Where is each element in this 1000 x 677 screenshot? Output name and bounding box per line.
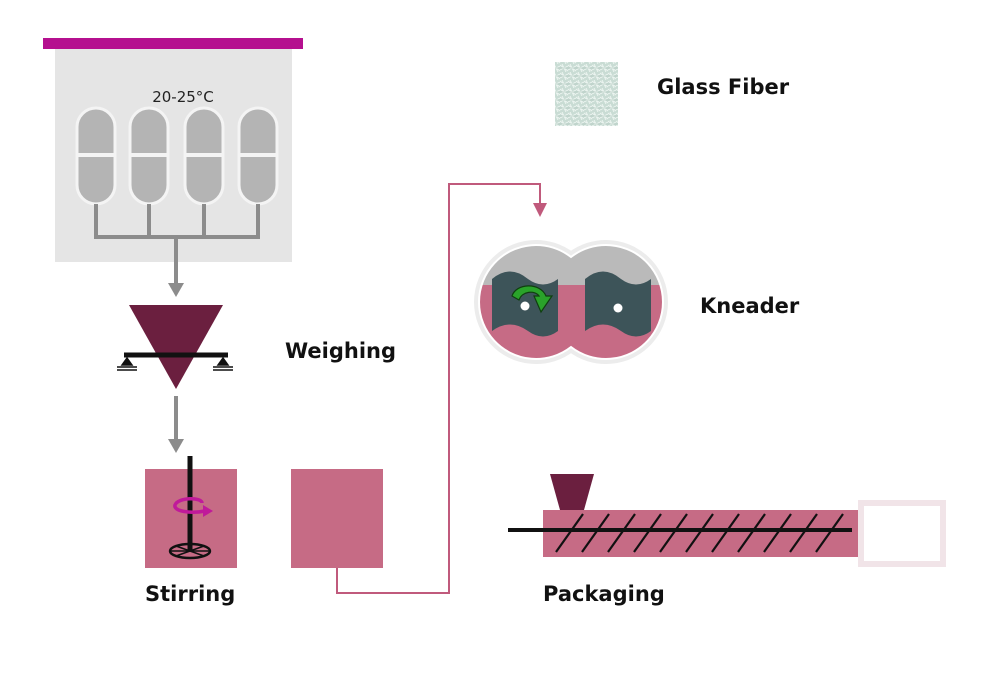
glass-fiber-label: Glass Fiber xyxy=(657,75,790,99)
weighing-label: Weighing xyxy=(285,339,396,363)
kneader-rotation-arrow-icon xyxy=(511,285,554,314)
kneader-outline-inner xyxy=(478,244,664,360)
arrow-to-stirring xyxy=(168,396,184,453)
extruder-icon: Packaging xyxy=(508,474,946,606)
stirring-tank: Stirring xyxy=(145,456,237,606)
mixing-box xyxy=(291,469,383,568)
weigh-hopper-icon xyxy=(129,305,223,389)
mold-outline xyxy=(858,500,946,567)
stirring-label: Stirring xyxy=(145,582,235,606)
capsule-2 xyxy=(128,106,170,206)
kneader-label: Kneader xyxy=(700,294,800,318)
kneader-blade-left xyxy=(492,271,558,337)
stir-rotation-arrow-icon xyxy=(173,497,213,517)
kneader-blade-right xyxy=(585,271,651,337)
capsule-3 xyxy=(183,106,225,206)
weighing-station: Weighing xyxy=(117,305,396,389)
flow-line-to-kneader xyxy=(336,183,547,594)
packaging-label: Packaging xyxy=(543,582,665,606)
extruder-screw-flights xyxy=(555,513,844,553)
scale-support-right xyxy=(213,356,233,371)
storage-cabinet: 20-25°C xyxy=(43,38,303,262)
feed-hopper xyxy=(550,474,594,510)
magenta-top-bar xyxy=(43,38,303,49)
scale-support-left xyxy=(117,356,137,371)
capsule-4 xyxy=(237,106,279,206)
glass-fiber-swatch-icon xyxy=(555,62,618,126)
twin-kneader-icon: Kneader xyxy=(474,240,800,364)
capsule-1 xyxy=(75,106,117,206)
glass-fiber: Glass Fiber xyxy=(555,62,790,126)
temperature-label: 20-25°C xyxy=(152,88,214,106)
arrow-to-weighing xyxy=(168,237,184,297)
